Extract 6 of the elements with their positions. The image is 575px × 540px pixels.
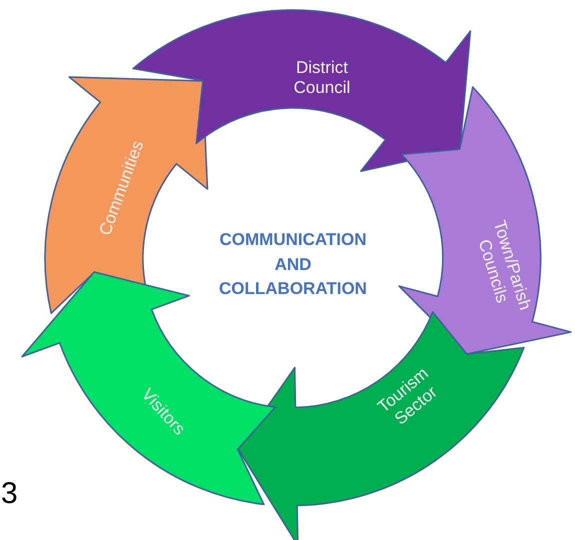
curved-arrow-segment bbox=[45, 76, 208, 313]
curved-arrow-segment bbox=[238, 312, 524, 540]
segment-label: District Council bbox=[292, 58, 352, 99]
figure-number: 3 bbox=[1, 479, 19, 509]
center-title: COMMUNICATION AND COLLABORATION bbox=[218, 229, 368, 300]
curved-arrow-segment bbox=[399, 87, 572, 354]
